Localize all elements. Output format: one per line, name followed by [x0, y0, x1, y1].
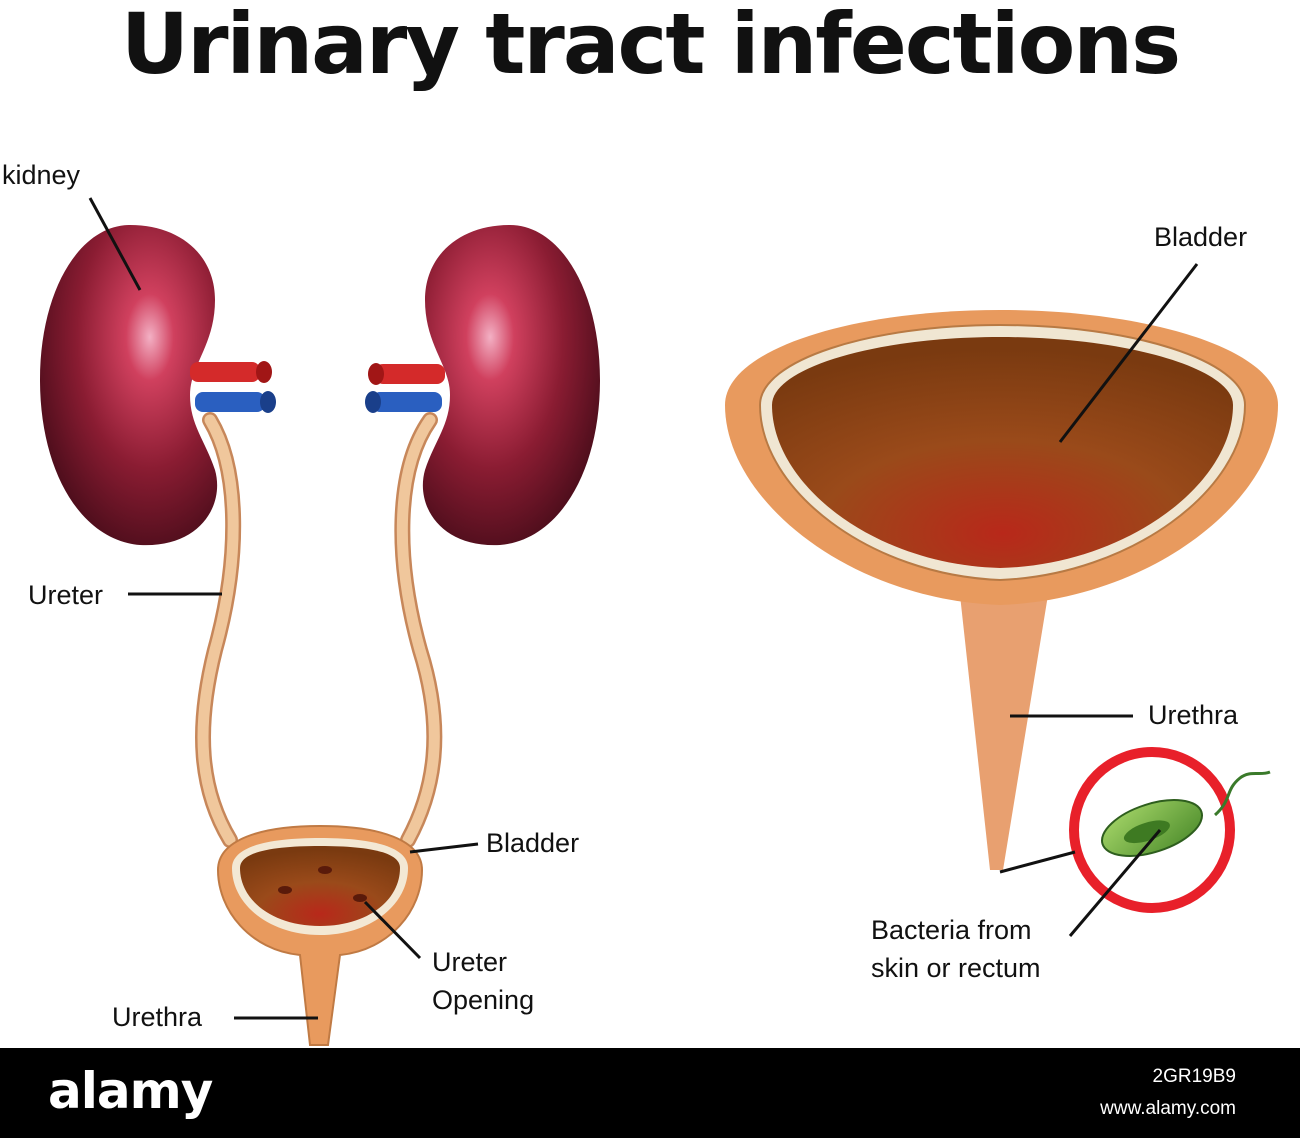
watermark-footer: alamy 2GR19B9 www.alamy.com [0, 1048, 1300, 1138]
ureter-left [195, 412, 242, 848]
label-bacteria-2: skin or rectum [871, 953, 1041, 983]
bacteria-ring [1069, 747, 1271, 913]
label-bladder-small: Bladder [486, 828, 580, 858]
ureter-right [394, 412, 443, 848]
kidney-right [365, 225, 600, 546]
label-urethra-small: Urethra [112, 1002, 203, 1032]
label-kidney: kidney [2, 160, 81, 190]
kidney-left [40, 225, 276, 546]
site-url: www.alamy.com [1100, 1098, 1236, 1119]
label-ureter-opening-2: Opening [432, 985, 535, 1015]
urinary-tract-diagram [40, 197, 1278, 1046]
ureter-opening-dot [278, 886, 292, 894]
left-leader-lines [88, 197, 479, 1020]
bladder-large [725, 310, 1278, 870]
label-ureter: Ureter [28, 580, 104, 610]
image-id: 2GR19B9 [1152, 1066, 1236, 1087]
label-bacteria-1: Bacteria from [871, 915, 1032, 945]
page-title: Urinary tract infections [120, 0, 1181, 93]
label-bladder-large: Bladder [1154, 222, 1248, 252]
bladder-small [216, 824, 424, 1046]
label-ureter-opening-1: Ureter [432, 947, 508, 977]
label-urethra-large: Urethra [1148, 700, 1239, 730]
brand-logo: alamy [48, 1062, 213, 1120]
right-leader-lines [999, 263, 1199, 937]
